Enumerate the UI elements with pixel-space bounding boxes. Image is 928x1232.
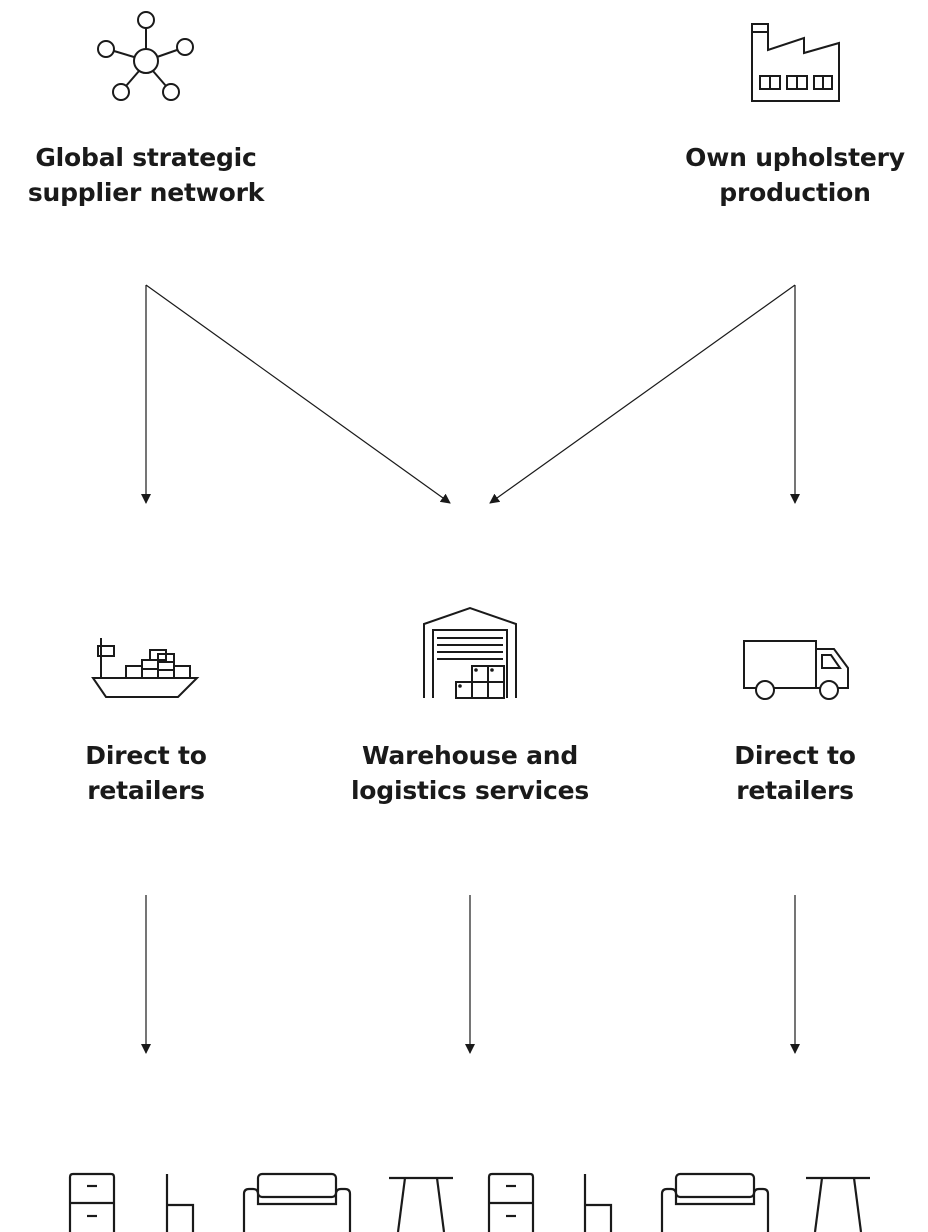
factory-icon [751, 23, 840, 102]
supplier-network-line-2: supplier network [27, 178, 265, 207]
sofa-icon [242, 1172, 352, 1232]
upholstery-production-line-2: production [719, 178, 871, 207]
cabinet-icon [487, 1172, 535, 1232]
direct-left-label: Direct to retailers [0, 738, 296, 808]
warehouse-line-2: logistics services [350, 776, 590, 805]
direct-right-line-1: Direct to [734, 741, 856, 770]
arrow-production-to-warehouse [489, 284, 796, 504]
upholstery-production-label: Own upholstery production [645, 140, 928, 210]
furniture-row [68, 1172, 870, 1232]
bottom-arrows [141, 895, 800, 1054]
network-icon [97, 11, 194, 101]
chair-icon [165, 1174, 195, 1232]
direct-left-line-1: Direct to [85, 741, 207, 770]
table-icon [389, 1176, 453, 1232]
direct-left-line-2: retailers [87, 776, 205, 805]
direct-right-line-2: retailers [736, 776, 854, 805]
table-icon [806, 1176, 870, 1232]
supplier-network-label: Global strategic supplier network [0, 140, 296, 210]
warehouse-line-1: Warehouse and [361, 741, 579, 770]
warehouse-label: Warehouse and logistics services [320, 738, 620, 808]
arrow-supplier-to-warehouse [145, 284, 451, 504]
upholstery-production-line-1: Own upholstery [685, 143, 905, 172]
chair-icon [583, 1174, 613, 1232]
sofa-icon [660, 1172, 770, 1232]
direct-right-label: Direct to retailers [645, 738, 928, 808]
cabinet-icon [68, 1172, 116, 1232]
cargo-ship-icon [91, 638, 200, 698]
supplier-network-line-1: Global strategic [35, 143, 257, 172]
top-arrows [141, 284, 800, 504]
truck-icon [743, 640, 849, 700]
warehouse-icon [423, 606, 517, 699]
